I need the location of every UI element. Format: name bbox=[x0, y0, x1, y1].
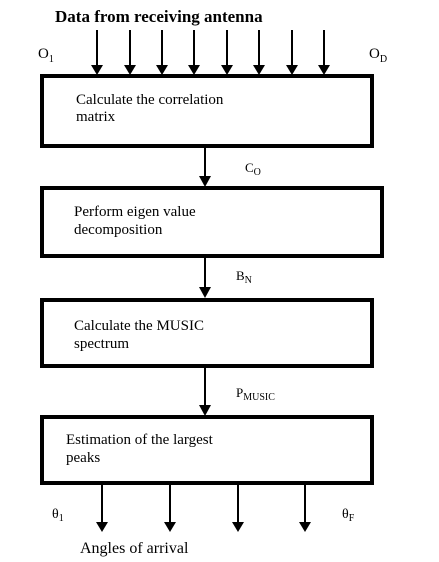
down-arrow-icon bbox=[199, 287, 211, 298]
output-right-label: θF bbox=[342, 507, 355, 524]
input-arrow-3 bbox=[156, 30, 168, 75]
result-title: Angles of arrival bbox=[80, 540, 189, 557]
down-arrow-icon bbox=[156, 65, 168, 75]
input-arrows bbox=[91, 30, 330, 75]
input-arrow-4 bbox=[188, 30, 200, 75]
input-left-label: O1 bbox=[38, 46, 54, 65]
input-title: Data from receiving antenna bbox=[55, 7, 263, 26]
correlation-box bbox=[40, 74, 374, 148]
input-arrow-8 bbox=[318, 30, 330, 75]
input-arrow-2 bbox=[124, 30, 136, 75]
down-arrow-icon bbox=[299, 522, 311, 532]
eigen-box-text: Perform eigen value decomposition bbox=[74, 204, 199, 238]
input-arrow-7 bbox=[286, 30, 298, 75]
correlation-box-text: Calculate the correlation matrix bbox=[76, 92, 227, 125]
down-arrow-icon bbox=[232, 522, 244, 532]
output-arrow-2 bbox=[164, 484, 176, 532]
down-arrow-icon bbox=[286, 65, 298, 75]
output-arrows bbox=[96, 484, 311, 532]
eigen-box bbox=[40, 186, 384, 258]
down-arrow-icon bbox=[124, 65, 136, 75]
down-arrow-icon bbox=[91, 65, 103, 75]
output-left-label: θ1 bbox=[52, 507, 64, 524]
output-pmusic-label: PMUSIC bbox=[236, 385, 275, 403]
down-arrow-icon bbox=[199, 405, 211, 416]
music-spectrum-box bbox=[40, 298, 374, 368]
output-arrow-1 bbox=[96, 484, 108, 532]
down-arrow-icon bbox=[188, 65, 200, 75]
input-arrow-6 bbox=[253, 30, 265, 75]
down-arrow-icon bbox=[164, 522, 176, 532]
peak-estimation-box-text: Estimation of the largest peaks bbox=[66, 432, 217, 466]
output-co-label: CO bbox=[245, 160, 261, 178]
input-arrow-5 bbox=[221, 30, 233, 75]
down-arrow-icon bbox=[199, 176, 211, 187]
music-spectrum-box-text: Calculate the MUSIC spectrum bbox=[74, 318, 208, 352]
down-arrow-icon bbox=[318, 65, 330, 75]
output-bn-label: BN bbox=[236, 268, 252, 286]
output-arrow-4 bbox=[299, 484, 311, 532]
down-arrow-icon bbox=[253, 65, 265, 75]
input-arrow-1 bbox=[91, 30, 103, 75]
down-arrow-icon bbox=[96, 522, 108, 532]
peak-estimation-box bbox=[40, 415, 374, 485]
output-arrow-3 bbox=[232, 484, 244, 532]
down-arrow-icon bbox=[221, 65, 233, 75]
input-right-label: OD bbox=[369, 46, 387, 65]
